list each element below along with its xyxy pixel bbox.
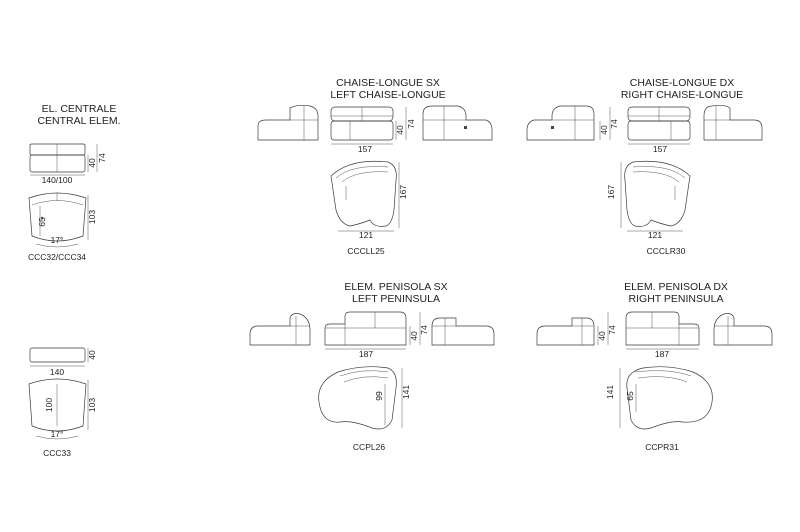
peninsula-dx-width: 187	[655, 349, 669, 359]
chaise-dx-depth: 167	[606, 185, 616, 199]
central-bottom-front-view	[29, 347, 86, 363]
central-top-back-height: 74	[97, 153, 107, 163]
chaise-sx-back-height: 74	[406, 119, 416, 129]
chaise-dx-block: CHAISE-LONGUE DX RIGHT CHAISE-LONGUE 40 …	[526, 77, 763, 256]
peninsula-dx-depth: 141	[605, 385, 615, 399]
peninsula-sx-code: CCPL26	[353, 442, 385, 452]
central-element-block: EL. CENTRALE CENTRAL ELEM. 40 74 140/100…	[28, 103, 121, 262]
chaise-dx-front-view	[627, 106, 691, 141]
chaise-dx-width: 157	[653, 144, 667, 154]
peninsula-sx-title-line1: ELEM. PENISOLA SX	[344, 281, 447, 293]
peninsula-dx-block: ELEM. PENISOLA DX RIGHT PENINSULA 40 74 …	[536, 281, 773, 452]
chaise-sx-depth: 167	[398, 185, 408, 199]
chaise-dx-code: CCCLR30	[647, 246, 686, 256]
central-bottom-seat-height: 40	[87, 350, 97, 360]
chaise-sx-title-line2: LEFT CHAISE-LONGUE	[330, 89, 445, 101]
chaise-dx-title-line1: CHAISE-LONGUE DX	[630, 77, 734, 89]
peninsula-sx-title-line2: LEFT PENINSULA	[352, 293, 440, 305]
chaise-sx-seat-height: 40	[395, 125, 405, 135]
central-bottom-inner-depth: 100	[44, 398, 54, 412]
peninsula-dx-side-view-right	[713, 313, 773, 346]
central-top-seat-height: 40	[87, 158, 97, 168]
chaise-sx-side-view-left	[257, 104, 319, 141]
central-top-inner-depth: 65	[37, 217, 47, 227]
peninsula-sx-depth: 141	[401, 385, 411, 399]
peninsula-sx-side-view-left	[249, 313, 311, 346]
central-bottom-width: 140	[50, 367, 64, 377]
chaise-dx-side-view-left	[526, 105, 595, 141]
peninsula-dx-front-view	[625, 311, 700, 346]
peninsula-dx-inner-depth: 65	[625, 391, 635, 401]
central-bottom-depth: 103	[87, 398, 97, 412]
central-top-depth: 103	[87, 210, 97, 224]
central-title-line2: CENTRAL ELEM.	[37, 115, 120, 127]
peninsula-sx-back-height: 74	[419, 325, 429, 335]
chaise-dx-side-view-right	[703, 104, 763, 141]
chaise-dx-plan-view	[624, 160, 691, 227]
central-title-line1: EL. CENTRALE	[42, 103, 117, 115]
peninsula-dx-title-line2: RIGHT PENINSULA	[629, 293, 724, 305]
chaise-dx-back-height: 74	[609, 119, 619, 129]
central-top-angle: 17°	[51, 235, 64, 245]
chaise-sx-side-view-right	[422, 105, 493, 141]
chaise-dx-plan-width: 121	[648, 230, 662, 240]
central-top-front-view	[29, 143, 86, 173]
peninsula-sx-front-view	[324, 311, 407, 346]
peninsula-dx-code: CCPR31	[645, 442, 679, 452]
central-top-plan-view	[28, 192, 87, 242]
peninsula-sx-seat-height: 40	[409, 331, 419, 341]
chaise-sx-front-view	[330, 106, 394, 141]
central-top-width: 140/100	[42, 175, 73, 185]
chaise-sx-title-line1: CHAISE-LONGUE SX	[336, 77, 440, 89]
peninsula-dx-seat-height: 40	[597, 331, 607, 341]
peninsula-sx-width: 187	[359, 349, 373, 359]
central-bottom-block: 40 140 100 103 17° CCC33	[28, 347, 97, 458]
chaise-sx-plan-width: 121	[359, 230, 373, 240]
peninsula-sx-side-view-right	[431, 317, 495, 346]
peninsula-sx-block: ELEM. PENISOLA SX LEFT PENINSULA 40 74 1…	[249, 281, 495, 452]
chaise-sx-plan-view	[330, 160, 397, 227]
central-bottom-code: CCC33	[43, 448, 71, 458]
chaise-sx-block: CHAISE-LONGUE SX LEFT CHAISE-LONGUE 40 7…	[257, 77, 493, 256]
central-bottom-plan-view	[28, 378, 87, 432]
peninsula-dx-back-height: 74	[607, 325, 617, 335]
peninsula-sx-inner-depth: 99	[374, 391, 384, 401]
peninsula-dx-plan-view	[626, 366, 713, 430]
chaise-dx-title-line2: RIGHT CHAISE-LONGUE	[621, 89, 743, 101]
peninsula-dx-side-view-left	[536, 317, 595, 346]
peninsula-sx-plan-view	[318, 366, 397, 430]
chaise-dx-seat-height: 40	[599, 125, 609, 135]
peninsula-dx-title-line1: ELEM. PENISOLA DX	[624, 281, 728, 293]
central-bottom-angle: 17°	[51, 429, 64, 439]
chaise-sx-code: CCCLL25	[347, 246, 385, 256]
central-top-code: CCC32/CCC34	[28, 252, 86, 262]
chaise-sx-width: 157	[358, 144, 372, 154]
